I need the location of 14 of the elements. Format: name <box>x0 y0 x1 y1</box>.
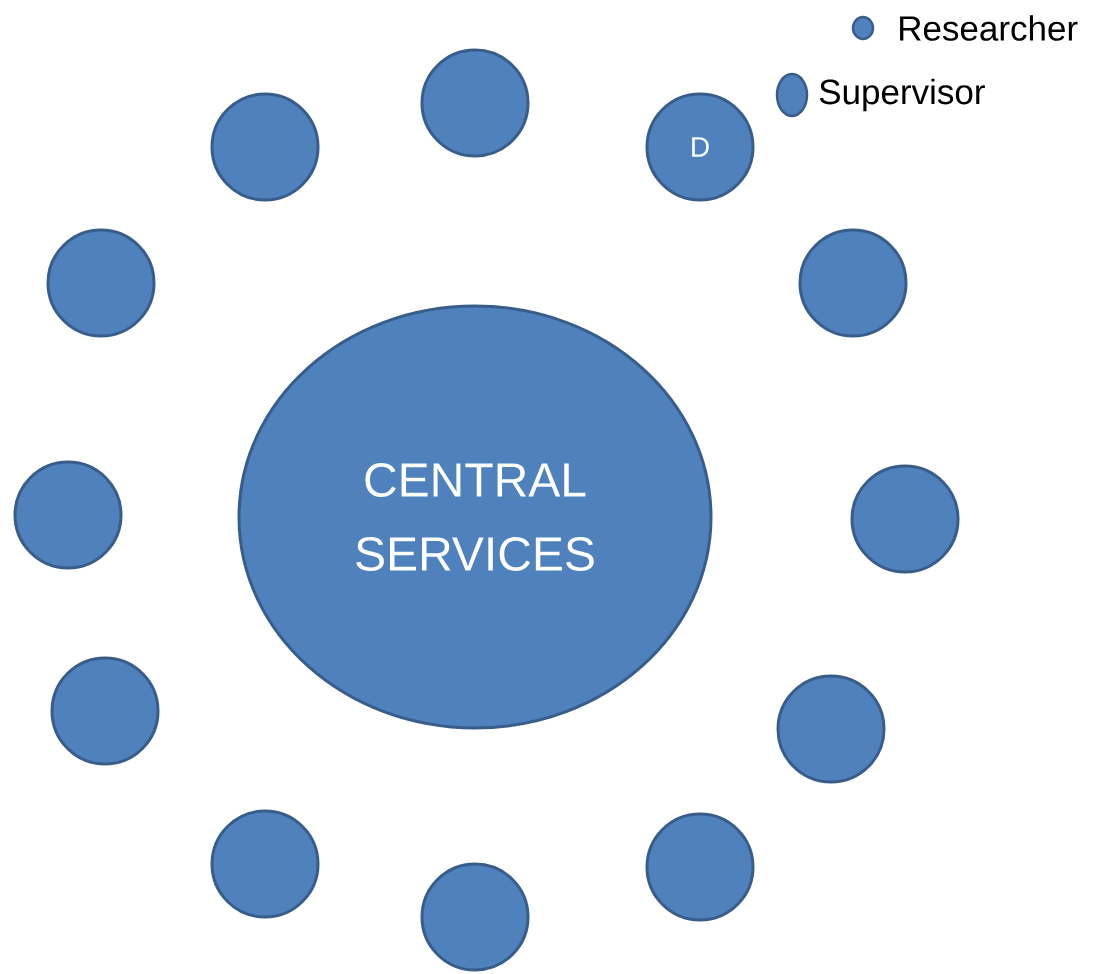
circle <box>50 656 160 766</box>
circle <box>13 460 123 570</box>
circle <box>210 92 320 202</box>
circle <box>776 674 886 784</box>
circle <box>420 48 530 158</box>
circle <box>850 464 960 574</box>
circle <box>420 862 530 972</box>
legend-label: Researcher <box>900 15 1078 41</box>
legend-label: Supervisor <box>819 78 985 112</box>
circle <box>645 812 755 922</box>
circle <box>798 228 908 338</box>
circle-node: D <box>645 92 755 202</box>
circle <box>210 809 320 919</box>
circle <box>46 228 156 338</box>
